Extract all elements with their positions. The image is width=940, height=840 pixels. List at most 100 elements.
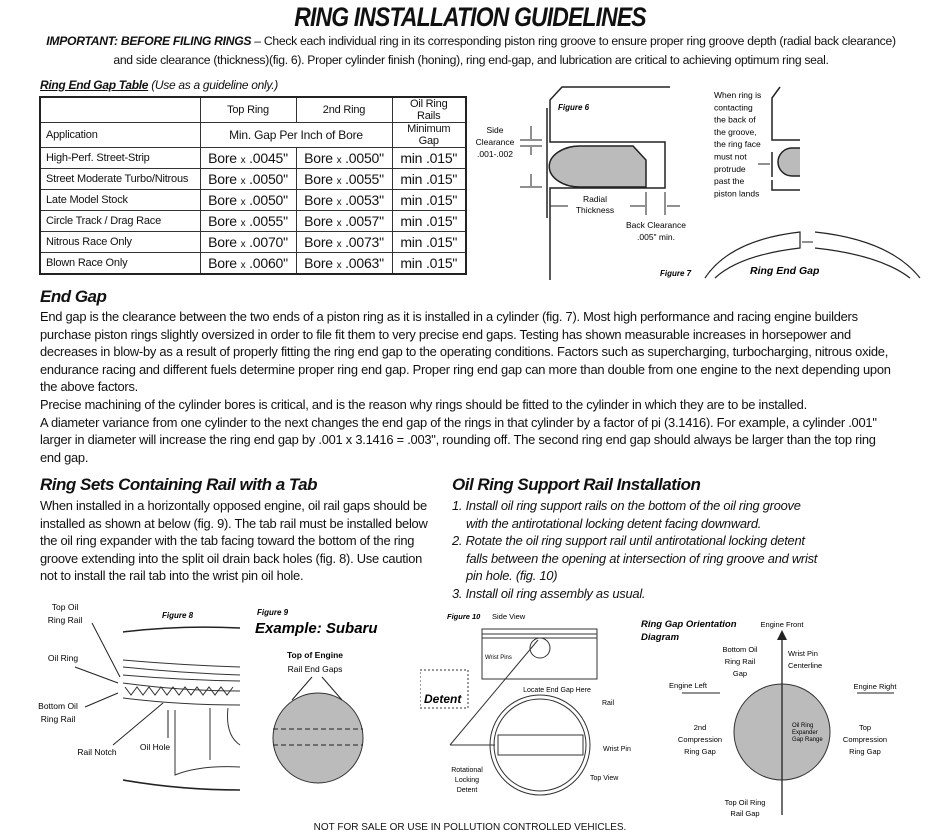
end-gap-paragraph: End gap is the clearance between the two… [40, 309, 891, 395]
times-sign: x [336, 259, 342, 271]
gap-value: .0050" [249, 171, 288, 187]
application-cell: Street Moderate Turbo/Nitrous [46, 173, 189, 185]
bore-word: Bore [304, 192, 333, 208]
side-clearance-label: Side [486, 125, 503, 135]
bore-word: Bore [208, 254, 237, 271]
top-compression-gap-label: Top [859, 723, 871, 732]
expander-gap-range-label: Expander [792, 730, 818, 736]
bottom-oil-rail-gap-label: Ring Rail [725, 657, 756, 666]
top-oil-ring-rail-label: Top Oil [52, 602, 79, 612]
rail-tab-heading: Ring Sets Containing Rail with a Tab [40, 475, 318, 494]
figure-10-and-orientation: Figure 10 Side View Wrist Pins Detent Lo… [420, 612, 898, 818]
second-compression-gap-label: Ring Gap [684, 747, 716, 756]
gap-value: .0055" [345, 171, 384, 187]
rail-notch-label: Rail Notch [77, 747, 116, 757]
intro-paragraph: IMPORTANT: BEFORE FILING RINGS – Check e… [40, 32, 902, 70]
gap-value: .0050" [249, 192, 288, 208]
bottom-oil-ring-rail-label: Ring Rail [41, 714, 76, 724]
subaru-example-title: Example: Subaru [255, 620, 378, 637]
bottom-oil-rail-gap-label: Bottom Oil [722, 645, 757, 654]
times-sign: x [240, 218, 246, 229]
header-min-gap: Min. Gap Per Inch of Bore [199, 122, 393, 148]
second-compression-gap-label: Compression [678, 735, 722, 744]
figure-6-label: Figure 6 [558, 103, 590, 112]
side-view-label: Side View [492, 612, 526, 621]
times-sign: x [240, 176, 246, 187]
support-rail-steps: 1. Install oil ring support rails on the… [452, 497, 822, 603]
figure-6-groove-diagram: Figure 6 Side Clearance .001-.002 Radial… [476, 86, 921, 280]
oil-hole-label: Oil Hole [140, 742, 171, 752]
header-oil-ring-rails: Oil Ring Rails [391, 96, 467, 123]
bore-word: Bore [304, 213, 333, 229]
end-gap-paragraph: A diameter variance from one cylinder to… [40, 414, 877, 465]
expander-gap-range-label: Gap Range [792, 737, 823, 743]
times-sign: x [240, 259, 246, 271]
wrist-pin-centerline-label: Centerline [788, 661, 822, 670]
gap-value: .0070" [249, 234, 288, 250]
bore-word: Bore [304, 171, 333, 187]
top-view-label: Top View [590, 775, 619, 782]
wrist-pins-label: Wrist Pins [485, 655, 512, 661]
gap-value: .0060" [249, 254, 288, 271]
end-gap-text: End gap is the clearance between the two… [40, 308, 896, 466]
times-sign: x [336, 197, 342, 208]
figure-8-label: Figure 8 [162, 611, 194, 620]
times-sign: x [240, 197, 246, 208]
engine-left-label: Engine Left [669, 681, 708, 690]
table-row: Street Moderate Turbo/Nitrous Bore x .005… [39, 168, 467, 190]
times-sign: x [336, 239, 342, 250]
gap-value: .0055" [249, 213, 288, 229]
support-rail-heading: Oil Ring Support Rail Installation [452, 475, 701, 494]
orientation-title: Ring Gap Orientation [641, 619, 737, 630]
oil-gap-value: min .015" [400, 254, 458, 271]
top-compression-gap-label: Compression [843, 735, 887, 744]
back-clearance-value: .005" min. [637, 232, 675, 242]
bottom-oil-rail-gap-label: Gap [733, 669, 747, 678]
oil-gap-value: min .015" [400, 192, 458, 208]
table-title: Ring End Gap Table [40, 78, 149, 92]
top-oil-rail-gap-label: Rail Gap [730, 809, 759, 818]
page-title: RING INSTALLATION GUIDELINES [294, 2, 646, 32]
engine-right-label: Engine Right [854, 682, 898, 691]
figure-9-label: Figure 9 [257, 608, 289, 617]
oil-gap-value: min .015" [400, 234, 458, 250]
table-caption: Ring End Gap Table (Use as a guideline o… [40, 78, 278, 92]
step-item: 3. Install oil ring assembly as usual. [452, 585, 646, 601]
bore-word: Bore [304, 150, 333, 166]
rotational-locking-detent-label: Locking [455, 777, 479, 784]
locate-end-gap-label: Locate End Gap Here [523, 687, 591, 694]
intro-text: – Check each individual ring in its corr… [113, 34, 896, 67]
ring-face-note-line: the groove, [714, 127, 757, 137]
side-clearance-value: .001-.002 [477, 149, 513, 159]
application-cell: Nitrous Race Only [46, 236, 132, 248]
side-clearance-label: Clearance [476, 137, 515, 147]
application-cell: High-Perf. Street-Strip [46, 152, 150, 164]
step-item: 1. Install oil ring support rails on the… [452, 498, 801, 531]
header-2nd-ring: 2nd Ring [295, 96, 393, 123]
rail-label: Rail [602, 700, 615, 707]
rail-end-gaps-label: Rail End Gaps [288, 664, 343, 674]
oil-gap-value: min .015" [400, 150, 458, 166]
ring-face-note-line: piston lands [714, 188, 759, 198]
wrist-pin-centerline-label: Wrist Pin [788, 649, 818, 658]
times-sign: x [240, 239, 246, 250]
application-cell: Blown Race Only [46, 256, 128, 269]
rotational-locking-detent-label: Detent [457, 787, 478, 794]
gap-value: .0063" [345, 254, 384, 271]
times-sign: x [240, 155, 246, 166]
detent-label: Detent [424, 692, 462, 706]
gap-value: .0053" [345, 192, 384, 208]
back-clearance-label: Back Clearance [626, 220, 686, 230]
ring-face-note-line: contacting [714, 102, 753, 112]
application-cell: Circle Track / Drag Race [46, 215, 162, 227]
figure-7-label: Figure 7 [660, 269, 692, 278]
oil-gap-value: min .015" [400, 171, 458, 187]
intro-lead: IMPORTANT: BEFORE FILING RINGS [46, 34, 252, 48]
bore-word: Bore [208, 150, 237, 166]
ring-face-note-line: protrude [714, 164, 746, 174]
